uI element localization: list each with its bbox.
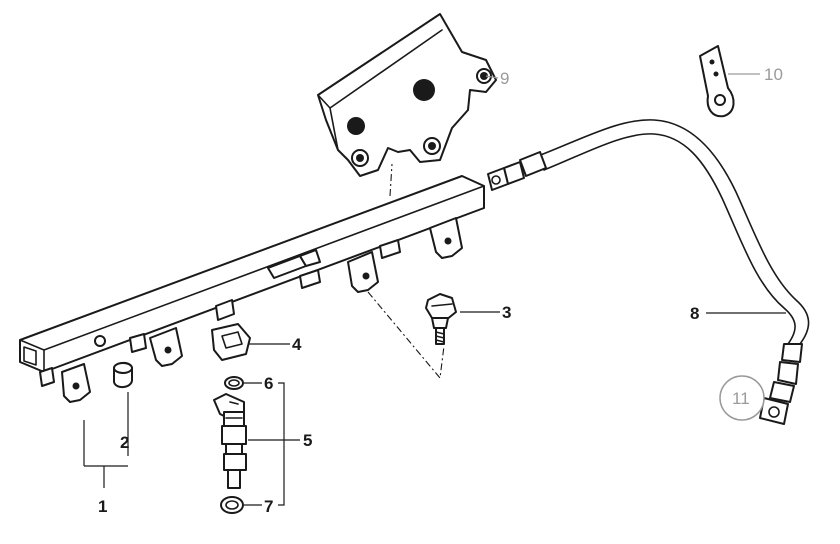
callout-8: 8 — [690, 304, 699, 323]
callout-3: 3 — [502, 303, 511, 322]
upper-o-ring — [224, 376, 244, 390]
callout-2: 2 — [120, 433, 129, 452]
callout-11: 11 — [732, 389, 750, 408]
callout-4: 4 — [292, 335, 302, 354]
fuel-injector — [213, 393, 247, 489]
fuel-feed-hose — [487, 119, 810, 425]
callout-6: 6 — [264, 374, 273, 393]
leader-lines — [83, 73, 786, 506]
callout-7: 7 — [264, 497, 273, 516]
hose-bracket — [699, 45, 735, 118]
callout-10: 10 — [764, 65, 783, 84]
callout-5: 5 — [303, 431, 312, 450]
hex-bolt — [425, 293, 457, 345]
heat-shield-bracket — [317, 13, 497, 177]
callout-labels: 1 2 3 4 5 6 7 8 9 10 11 — [98, 65, 783, 516]
protective-cap — [113, 362, 133, 388]
callout-9: 9 — [500, 69, 509, 88]
callout-11-circle — [719, 375, 765, 421]
fuel-rail — [19, 175, 485, 403]
lower-o-ring — [220, 496, 244, 514]
injector-clip — [211, 323, 251, 361]
callout-1: 1 — [98, 497, 107, 516]
